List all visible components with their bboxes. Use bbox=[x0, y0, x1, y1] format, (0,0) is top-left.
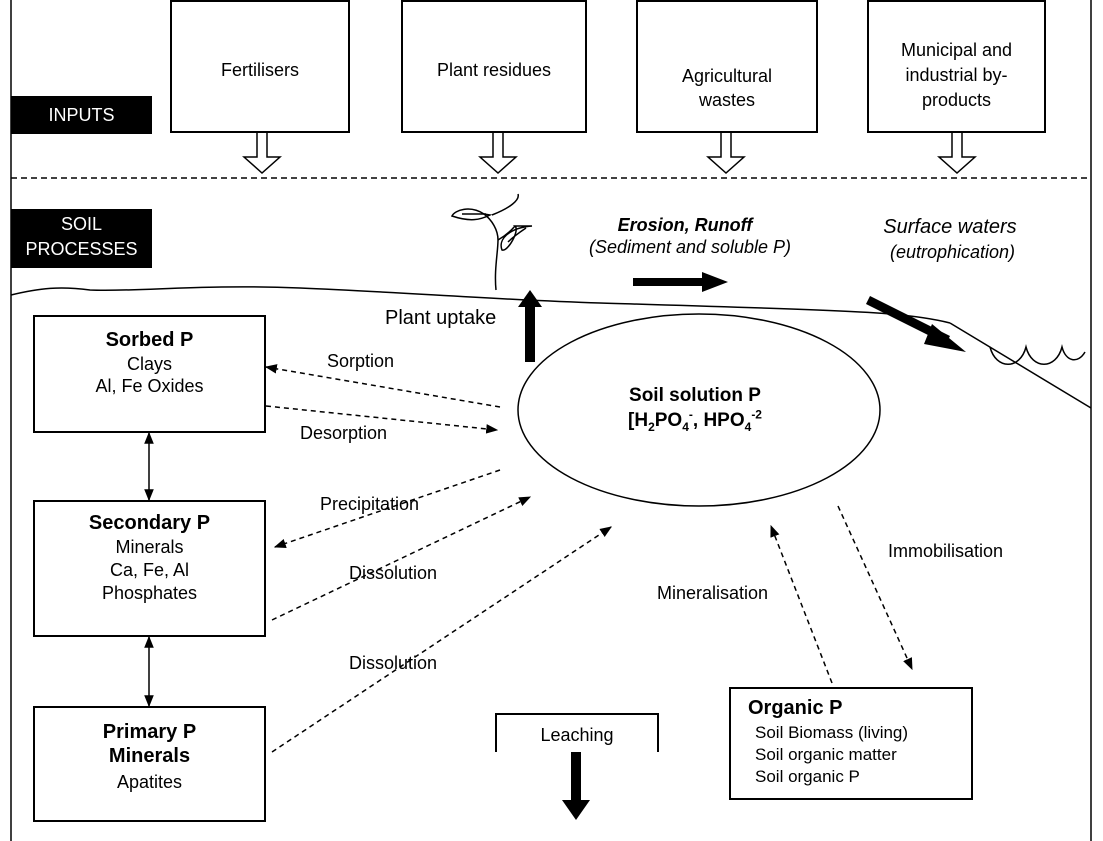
soil-surface-line bbox=[10, 286, 951, 324]
soil-solution-ellipse bbox=[517, 313, 881, 507]
secondary-p-line-3: Phosphates bbox=[101, 583, 198, 603]
input-label-plant-residues: Plant residues bbox=[436, 60, 552, 80]
input-box-plant-residues: Plant residues bbox=[401, 0, 587, 133]
precipitation-label: Precipitation bbox=[320, 494, 420, 514]
organic-p-line-3: Soil organic P bbox=[755, 767, 860, 786]
surface-waters-title: Surface waters bbox=[883, 216, 1017, 238]
secondary-p-line-2: Ca, Fe, Al bbox=[109, 560, 190, 580]
erosion-runoff-subtitle: (Sediment and soluble P) bbox=[588, 237, 792, 257]
soil-solution-title: Soil solution P bbox=[629, 385, 761, 406]
inputs-label: INPUTS bbox=[11, 96, 152, 134]
plant-icon bbox=[450, 193, 533, 291]
input-label-agricultural-wastes: Agricultural wastes bbox=[681, 66, 773, 110]
input-hollow-arrow-1 bbox=[242, 132, 282, 175]
secondary-p-line-1: Minerals bbox=[115, 537, 184, 557]
plant-uptake-label: Plant uptake bbox=[385, 307, 497, 329]
desorption-arrow bbox=[265, 405, 499, 434]
input-label-municipal-industrial: Municipal and industrial by-products bbox=[900, 40, 1013, 110]
desorption-label: Desorption bbox=[300, 423, 388, 443]
runoff-to-water-arrow bbox=[865, 295, 966, 352]
soil-processes-label: SOIL PROCESSES bbox=[11, 209, 152, 268]
mineralisation-arrow bbox=[770, 524, 833, 684]
immobilisation-arrow bbox=[837, 505, 913, 671]
organic-p-line-1: Soil Biomass (living) bbox=[755, 723, 909, 742]
input-box-agricultural-wastes: Agricultural wastes bbox=[636, 0, 818, 133]
dissolution-primary-arrow bbox=[271, 526, 612, 753]
input-hollow-arrow-4 bbox=[937, 132, 977, 175]
sorbed-p-title: Sorbed P bbox=[105, 329, 194, 351]
primary-p-line-1: Apatites bbox=[116, 772, 183, 792]
soil-solution-formula: [H2PO4-, HPO4-2 bbox=[628, 407, 762, 434]
plant-uptake-arrow bbox=[518, 290, 542, 362]
leaching-label: Leaching bbox=[540, 725, 614, 745]
secondary-p-box: Secondary P Minerals Ca, Fe, Al Phosphat… bbox=[33, 500, 266, 637]
secondary-p-title: Secondary P bbox=[88, 512, 211, 534]
erosion-arrow bbox=[633, 272, 728, 292]
dissolution-secondary-arrow bbox=[271, 496, 532, 621]
input-box-fertilisers: Fertilisers bbox=[170, 0, 350, 133]
leaching-arrow bbox=[562, 752, 590, 820]
primary-p-box: Primary P Minerals Apatites bbox=[33, 706, 266, 822]
input-hollow-arrow-2 bbox=[478, 132, 518, 175]
sorbed-p-box: Sorbed P Clays Al, Fe Oxides bbox=[33, 315, 266, 433]
input-hollow-arrow-3 bbox=[706, 132, 746, 175]
organic-p-title: Organic P bbox=[748, 697, 843, 719]
primary-p-title: Primary P Minerals bbox=[102, 721, 197, 767]
erosion-runoff-title: Erosion, Runoff bbox=[617, 215, 753, 235]
leaching-box: Leaching bbox=[495, 713, 659, 752]
sorbed-p-line-1: Clays bbox=[126, 354, 172, 374]
input-box-municipal-industrial: Municipal and industrial by-products bbox=[867, 0, 1046, 133]
water-waves bbox=[989, 344, 1086, 365]
input-label-fertilisers: Fertilisers bbox=[220, 60, 299, 80]
organic-p-line-2: Soil organic matter bbox=[755, 745, 897, 764]
dissolution-secondary-label: Dissolution bbox=[349, 563, 438, 583]
sorption-arrow bbox=[264, 364, 501, 408]
sorbed-p-line-2: Al, Fe Oxides bbox=[95, 376, 204, 396]
surface-waters-subtitle: (eutrophication) bbox=[889, 242, 1016, 262]
precipitation-arrow bbox=[273, 469, 501, 549]
mineralisation-label: Mineralisation bbox=[657, 583, 769, 603]
sorption-label: Sorption bbox=[327, 351, 395, 371]
immobilisation-label: Immobilisation bbox=[888, 541, 1004, 561]
organic-p-box: Organic P Soil Biomass (living) Soil org… bbox=[729, 687, 973, 800]
water-slope-line bbox=[949, 322, 1092, 409]
dissolution-primary-label: Dissolution bbox=[349, 653, 438, 673]
